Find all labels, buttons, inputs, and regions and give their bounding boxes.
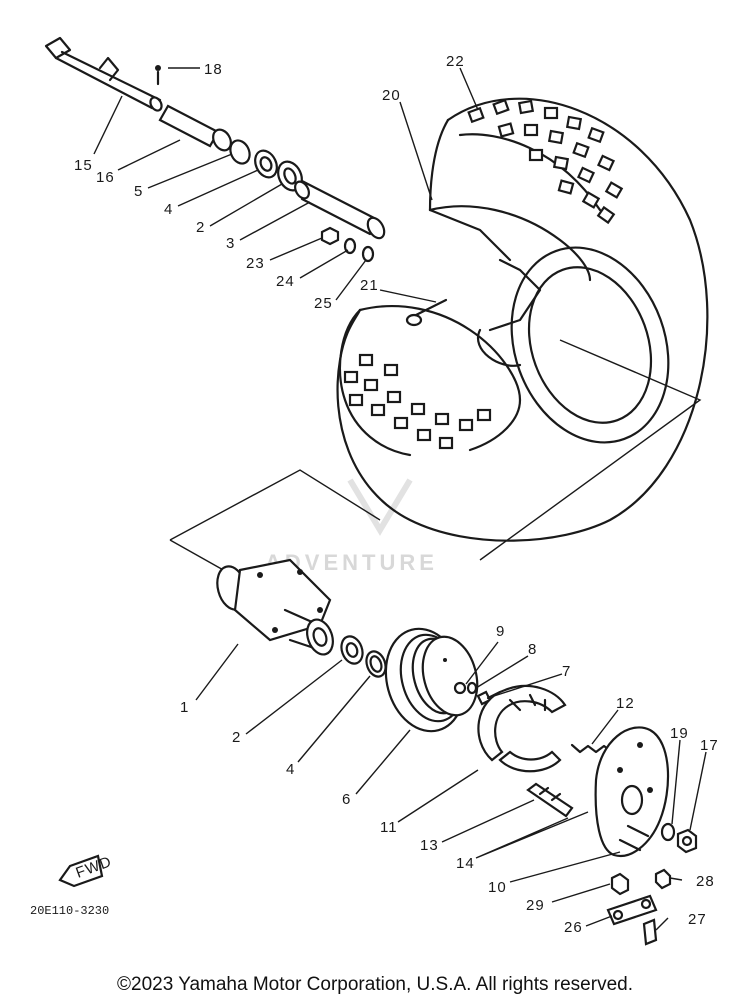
cam-shaft-part [526, 782, 574, 818]
label-7: 7 [562, 663, 571, 680]
bolt-part-27 [642, 918, 658, 946]
label-6: 6 [342, 791, 351, 808]
label-25: 25 [314, 295, 333, 312]
label-9: 9 [496, 623, 505, 640]
spring-part [570, 743, 614, 754]
label-27: 27 [688, 911, 707, 928]
label-18: 18 [204, 61, 223, 78]
label-15: 15 [74, 157, 93, 174]
bearing-part-lower [340, 635, 364, 665]
cam-lever-part [606, 894, 658, 926]
label-1: 1 [180, 699, 189, 716]
label-2b: 2 [232, 729, 241, 746]
label-28: 28 [696, 873, 715, 890]
label-11: 11 [380, 819, 398, 836]
label-23: 23 [246, 255, 265, 272]
drawing-code: 20E110-3230 [30, 904, 110, 918]
copyright-footer: ©2023 Yamaha Motor Corporation, U.S.A. A… [117, 974, 633, 995]
label-4b: 4 [286, 761, 295, 778]
oil-seal-part-lower [365, 650, 387, 678]
label-17: 17 [700, 737, 719, 754]
washer-part-c [466, 681, 478, 695]
label-4a: 4 [164, 201, 173, 218]
label-10: 10 [488, 879, 507, 896]
label-12: 12 [616, 695, 635, 712]
valve-part [405, 298, 448, 327]
label-8: 8 [528, 641, 537, 658]
label-13: 13 [420, 837, 439, 854]
label-26: 26 [564, 919, 583, 936]
nut-part-29 [610, 872, 630, 896]
washer-part-b [361, 245, 375, 263]
oil-seal-part [229, 139, 251, 165]
guide-lines [169, 339, 702, 586]
label-3: 3 [226, 235, 235, 252]
collar-part [158, 104, 232, 152]
label-29: 29 [526, 897, 545, 914]
bearing-part-top-a [254, 149, 278, 179]
brake-shoe-part [477, 685, 567, 773]
tread-pattern-top [467, 98, 624, 225]
label-20: 20 [382, 87, 401, 104]
nut-part-lower [676, 828, 698, 854]
label-19: 19 [670, 725, 689, 742]
axle-part [44, 36, 163, 112]
tire-wheel-assembly [336, 97, 709, 542]
brake-drum-part [384, 627, 479, 733]
hub-part [216, 558, 334, 656]
leader-lines [93, 67, 707, 931]
washer-part-d [660, 822, 676, 842]
label-2a: 2 [196, 219, 205, 236]
fwd-arrow-icon: FWD [58, 853, 114, 888]
label-21: 21 [360, 277, 379, 294]
brake-panel-part [594, 726, 670, 858]
label-5: 5 [134, 183, 143, 200]
nut-part-28 [654, 868, 672, 890]
nut-part [320, 226, 340, 246]
label-22: 22 [446, 53, 465, 70]
label-14: 14 [456, 855, 475, 872]
spacer-part [294, 179, 386, 240]
cotter-pin-part [155, 65, 161, 86]
label-24: 24 [276, 273, 295, 290]
label-16: 16 [96, 169, 115, 186]
tread-pattern-bottom [343, 353, 492, 450]
part-number-labels: 18 15 16 5 4 2 3 23 24 25 21 20 22 1 2 4… [74, 53, 719, 936]
